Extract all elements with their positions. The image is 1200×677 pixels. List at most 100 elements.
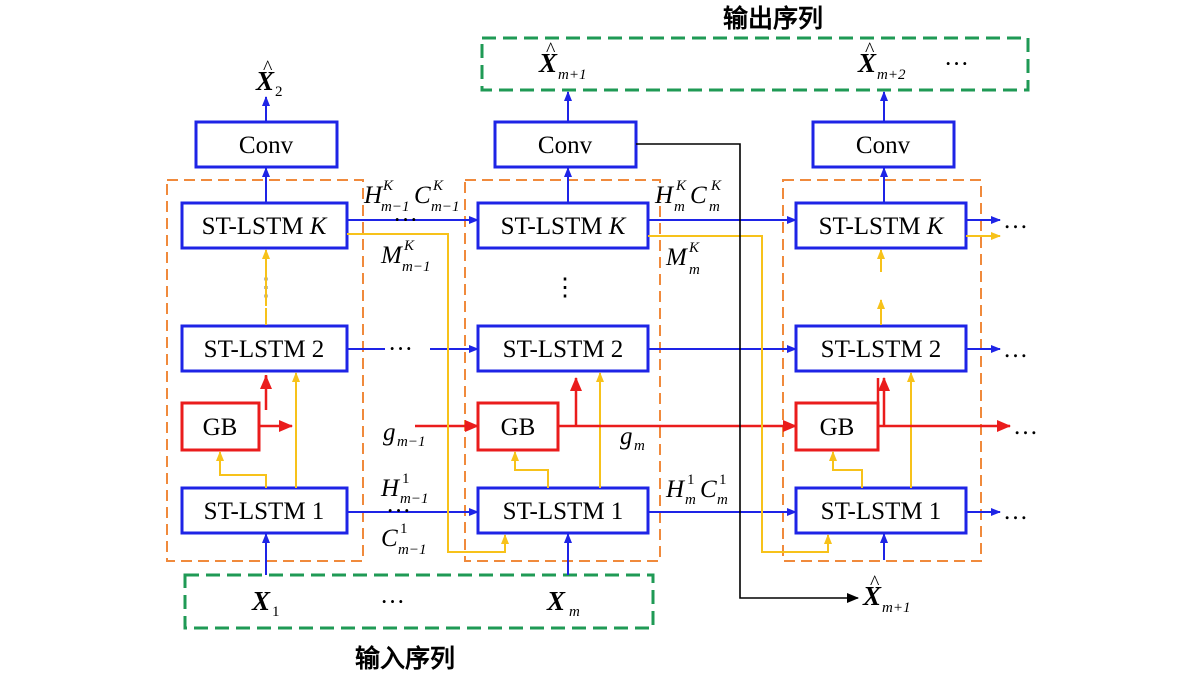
svg-text:g: g [620, 423, 633, 450]
trailing-ellipsis-1: … [1003, 498, 1028, 525]
gb-box [476, 401, 560, 452]
svg-text:1: 1 [272, 604, 280, 620]
svg-text:X: X [546, 586, 566, 616]
h-1-prev-label: H 1 m−1 [380, 471, 428, 507]
st-lstm-2-label: ST-LSTM 2 [503, 336, 624, 363]
st-lstm-k-label: ST-LSTM K [501, 213, 627, 240]
trailing-ellipsis-gb: … [1013, 413, 1038, 440]
svg-text:2: 2 [275, 84, 283, 100]
st-lstm-2-box [180, 324, 349, 373]
svg-text:H: H [363, 182, 384, 209]
svg-text:m−1: m−1 [381, 199, 409, 215]
svg-text:1: 1 [719, 472, 727, 488]
level1-link-ellipsis: ··· [386, 498, 411, 525]
st-lstm-1-label: ST-LSTM 1 [821, 498, 942, 525]
column-mid: Conv ST-LSTM K ST-LSTM 2 GB ST-LSTM 1 ⋮ [476, 91, 650, 575]
column-left: Conv ST-LSTM K ST-LSTM 2 GB ST-LSTM 1 ⋮ [180, 96, 349, 575]
output-sequence-frame [480, 36, 1030, 92]
svg-text:m: m [717, 492, 728, 508]
x-1-input-label: X 1 [251, 586, 280, 620]
gb-box [180, 401, 261, 452]
st-lstm-1-label: ST-LSTM 1 [204, 498, 325, 525]
x-hat-m1-black-label: X ^ m+1 [862, 572, 910, 616]
svg-text:X: X [538, 48, 558, 78]
gb-label: GB [501, 414, 536, 441]
svg-text:K: K [688, 240, 700, 256]
input-ellipsis: ··· [380, 589, 405, 616]
svg-text:H: H [380, 475, 401, 502]
svg-text:C: C [700, 476, 717, 503]
m-k-label: M K m [665, 240, 700, 278]
svg-text:M: M [665, 244, 688, 271]
st-lstm-1-box [794, 486, 968, 535]
gb-label: GB [820, 414, 855, 441]
c-1-prev-label: C 1 m−1 [381, 521, 426, 558]
conv-label: Conv [856, 132, 911, 159]
svg-text:M: M [380, 242, 403, 269]
svg-text:m: m [709, 199, 720, 215]
input-sequence-frame [183, 573, 655, 630]
h-c-1-label: H 1 m C 1 m [665, 472, 728, 508]
svg-text:m−1: m−1 [397, 434, 425, 450]
svg-text:g: g [383, 419, 396, 446]
svg-text:m+1: m+1 [882, 600, 910, 616]
output-ellipsis: ··· [944, 51, 969, 78]
svg-text:1: 1 [402, 471, 410, 487]
svg-text:m: m [685, 492, 696, 508]
conv-box [194, 120, 339, 169]
svg-text:m+1: m+1 [558, 67, 586, 83]
st-lstm-k-label: ST-LSTM K [202, 213, 328, 240]
svg-text:m: m [634, 438, 645, 454]
st-lstm-2-label: ST-LSTM 2 [204, 336, 325, 363]
st-lstm-k-box [180, 201, 349, 250]
trailing-ellipsis-k: … [1003, 207, 1028, 234]
svg-text:^: ^ [865, 39, 875, 61]
st-lstm-k-box [476, 201, 650, 250]
column-right: Conv ST-LSTM K ST-LSTM 2 GB ST-LSTM 1 [794, 91, 968, 560]
svg-text:K: K [432, 178, 444, 194]
vertical-ellipsis: ⋮ [553, 274, 578, 301]
svg-text:m: m [569, 604, 580, 620]
x-hat-m2-output-label: X ^ m+2 [857, 39, 906, 83]
st-lstm-1-label: ST-LSTM 1 [503, 498, 624, 525]
svg-text:X: X [255, 66, 275, 96]
svg-text:H: H [654, 182, 675, 209]
input-sequence-title: 输入序列 [355, 644, 455, 673]
timestep-frame-mid [464, 179, 661, 562]
svg-text:C: C [414, 182, 431, 209]
trailing-ellipsis-2: … [1003, 336, 1028, 363]
svg-text:1: 1 [400, 521, 408, 537]
svg-text:m: m [689, 262, 700, 278]
conv-label: Conv [538, 132, 593, 159]
svg-text:K: K [675, 178, 687, 194]
st-lstm-k-label: ST-LSTM K [819, 213, 945, 240]
svg-text:H: H [665, 476, 686, 503]
gb-label: GB [203, 414, 238, 441]
svg-text:m−1: m−1 [400, 491, 428, 507]
svg-text:^: ^ [546, 39, 556, 61]
x-hat-2-label: X ^ 2 [255, 57, 283, 100]
svg-text:K: K [382, 178, 394, 194]
svg-text:1: 1 [687, 472, 695, 488]
svg-text:X: X [857, 48, 877, 78]
svg-text:m+2: m+2 [877, 67, 906, 83]
h-c-k-prev-label: H K m−1 C K m−1 [363, 178, 459, 215]
svg-text:^: ^ [870, 572, 880, 594]
level2-link-ellipsis: ··· [388, 336, 413, 363]
svg-text:K: K [403, 238, 415, 254]
svg-text:X: X [862, 581, 882, 611]
k-link-ellipsis: ··· [393, 207, 418, 234]
conv-label: Conv [239, 132, 294, 159]
svg-text:X: X [251, 586, 271, 616]
svg-text:C: C [381, 525, 398, 552]
st-lstm-2-label: ST-LSTM 2 [821, 336, 942, 363]
svg-text:C: C [690, 182, 707, 209]
m-k-prev-label: M K m−1 [380, 238, 430, 275]
svg-text:m−1: m−1 [398, 542, 426, 558]
svg-text:m: m [674, 199, 685, 215]
st-lstm-k-box [794, 201, 968, 250]
svg-text:m−1: m−1 [431, 199, 459, 215]
x-hat-m1-output-label: X ^ m+1 [538, 39, 586, 83]
svg-text:K: K [710, 178, 722, 194]
